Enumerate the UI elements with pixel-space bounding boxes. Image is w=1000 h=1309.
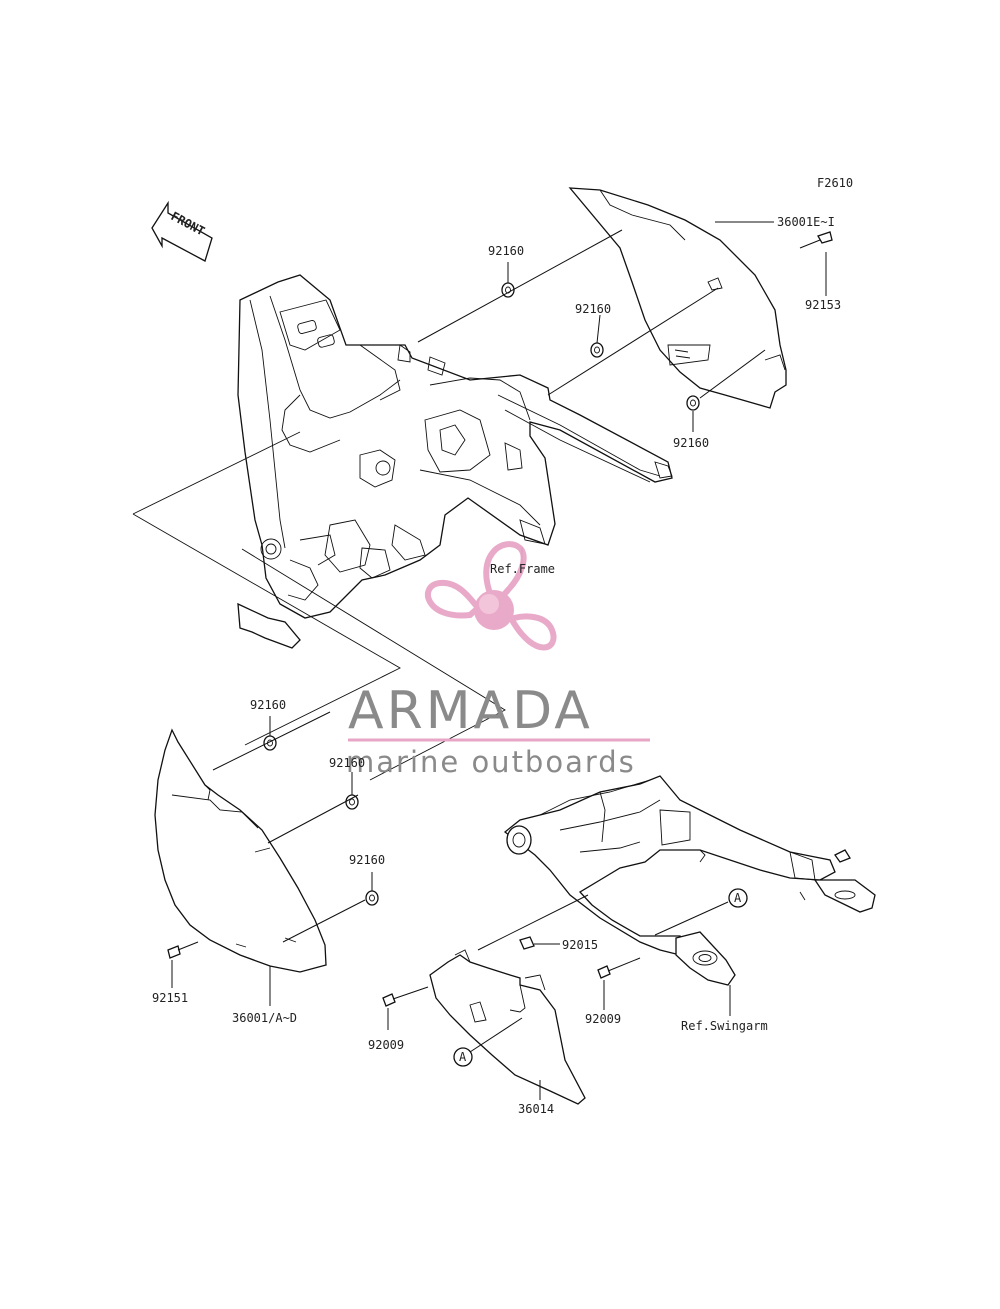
label-92160-c: 92160: [673, 436, 709, 450]
callout-a-lower: A: [453, 1047, 473, 1067]
label-92009-b: 92009: [585, 1012, 621, 1026]
label-92160-a: 92160: [488, 244, 524, 258]
label-92160-d: 92160: [250, 698, 286, 712]
front-arrow-icon: FRONT: [151, 200, 213, 262]
armada-logo-icon: [424, 541, 557, 651]
bolt-92009-b: [597, 957, 641, 979]
grommet-92160-d: [263, 735, 277, 751]
callout-a-upper-text: A: [734, 891, 742, 905]
label-92151: 92151: [152, 991, 188, 1005]
watermark-brand: ARMADA: [348, 681, 593, 741]
callout-a-lower-text: A: [459, 1050, 467, 1064]
label-36001E: 36001E~I: [777, 215, 835, 229]
right-side-cover-36001E: [568, 187, 787, 409]
label-ref-swingarm: Ref.Swingarm: [681, 1019, 768, 1033]
grommet-92160-c: [686, 395, 700, 411]
left-side-cover-36001A: [154, 728, 327, 973]
bolt-92151: [167, 941, 199, 959]
chain-guard-36014: [429, 949, 586, 1105]
label-92160-b: 92160: [575, 302, 611, 316]
watermark-tagline: marine outboards: [346, 745, 636, 779]
label-92153: 92153: [805, 298, 841, 312]
callout-a-upper: A: [728, 888, 748, 908]
leader-lines-lower-left: [171, 711, 373, 1006]
leader-lines-lower-right: [387, 894, 731, 1100]
label-92160-e: 92160: [329, 756, 365, 770]
leader-lines-upper: [417, 221, 827, 564]
swingarm: [503, 775, 876, 986]
grommet-92160-b: [590, 342, 604, 358]
label-ref-frame: Ref.Frame: [490, 562, 555, 576]
figure-code: F2610: [817, 176, 853, 190]
label-36001A: 36001/A~D: [232, 1011, 297, 1025]
bolt-92009-a: [382, 986, 429, 1007]
grommet-92160-e: [345, 794, 359, 810]
grommet-92160-f: [365, 890, 379, 906]
label-92160-f: 92160: [349, 853, 385, 867]
label-92015: 92015: [562, 938, 598, 952]
bolt-92153: [799, 231, 833, 249]
label-92009-a: 92009: [368, 1038, 404, 1052]
nut-92015: [519, 936, 535, 950]
label-36014: 36014: [518, 1102, 554, 1116]
frame-assembly: [132, 274, 673, 781]
